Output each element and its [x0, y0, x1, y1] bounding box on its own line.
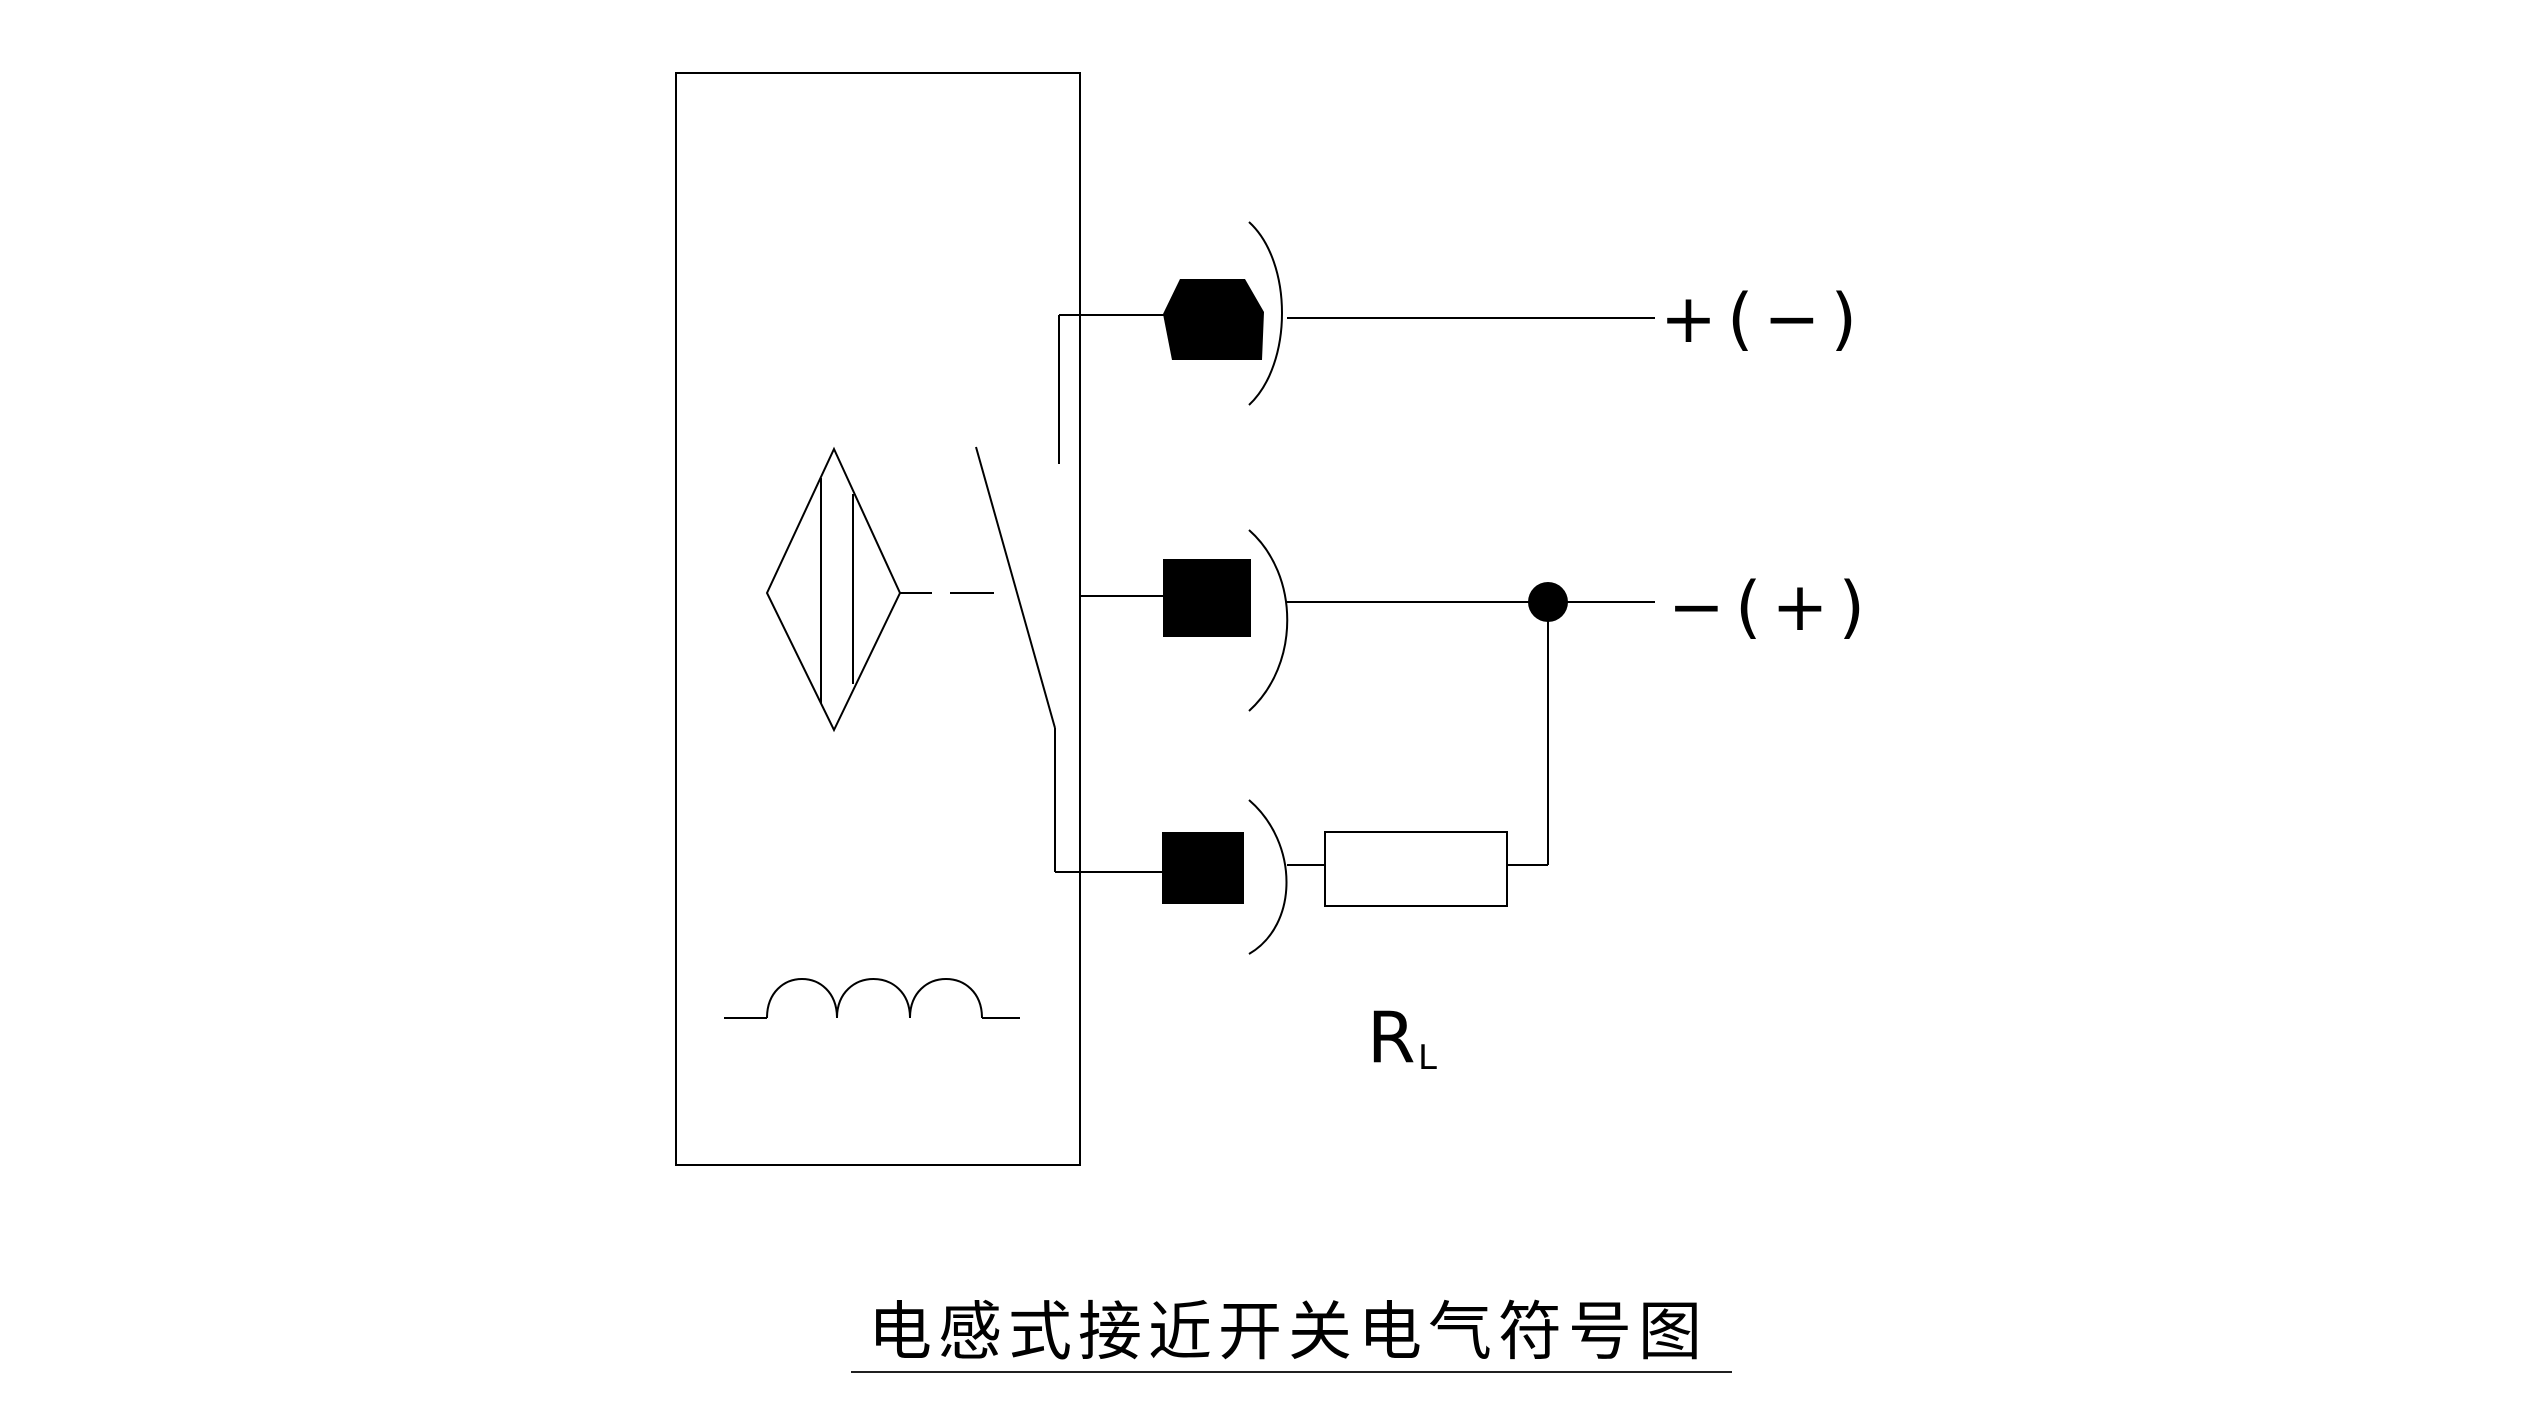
load-label: R L [1367, 997, 1437, 1079]
terminal-top-label: +(−) [1660, 280, 1867, 359]
terminal-middle-socket-arc [1248, 529, 1289, 712]
terminal-bottom-plug [1162, 832, 1244, 904]
switch-blade [975, 446, 1056, 729]
switch-contact [975, 314, 1165, 873]
diagram-caption: 电感式接近开关电气符号图 [868, 1296, 1708, 1370]
terminal-top [1163, 221, 1655, 406]
terminal-bottom [1162, 799, 1548, 955]
load-label-subscript: L [1418, 1038, 1437, 1078]
terminal-middle-label: −(+) [1668, 568, 1875, 647]
terminal-top-plug [1163, 279, 1264, 360]
load-label-main: R [1367, 997, 1416, 1079]
coil-symbol [724, 978, 1020, 1019]
terminal-top-socket-arc [1248, 221, 1283, 406]
load-resistor [1324, 831, 1508, 907]
sensing-element [765, 446, 902, 733]
terminal-middle [1163, 529, 1655, 865]
terminal-bottom-socket-arc [1248, 799, 1288, 955]
terminal-middle-plug [1163, 559, 1251, 637]
sensor-housing [675, 72, 1081, 1166]
sensing-diamond [765, 446, 902, 733]
